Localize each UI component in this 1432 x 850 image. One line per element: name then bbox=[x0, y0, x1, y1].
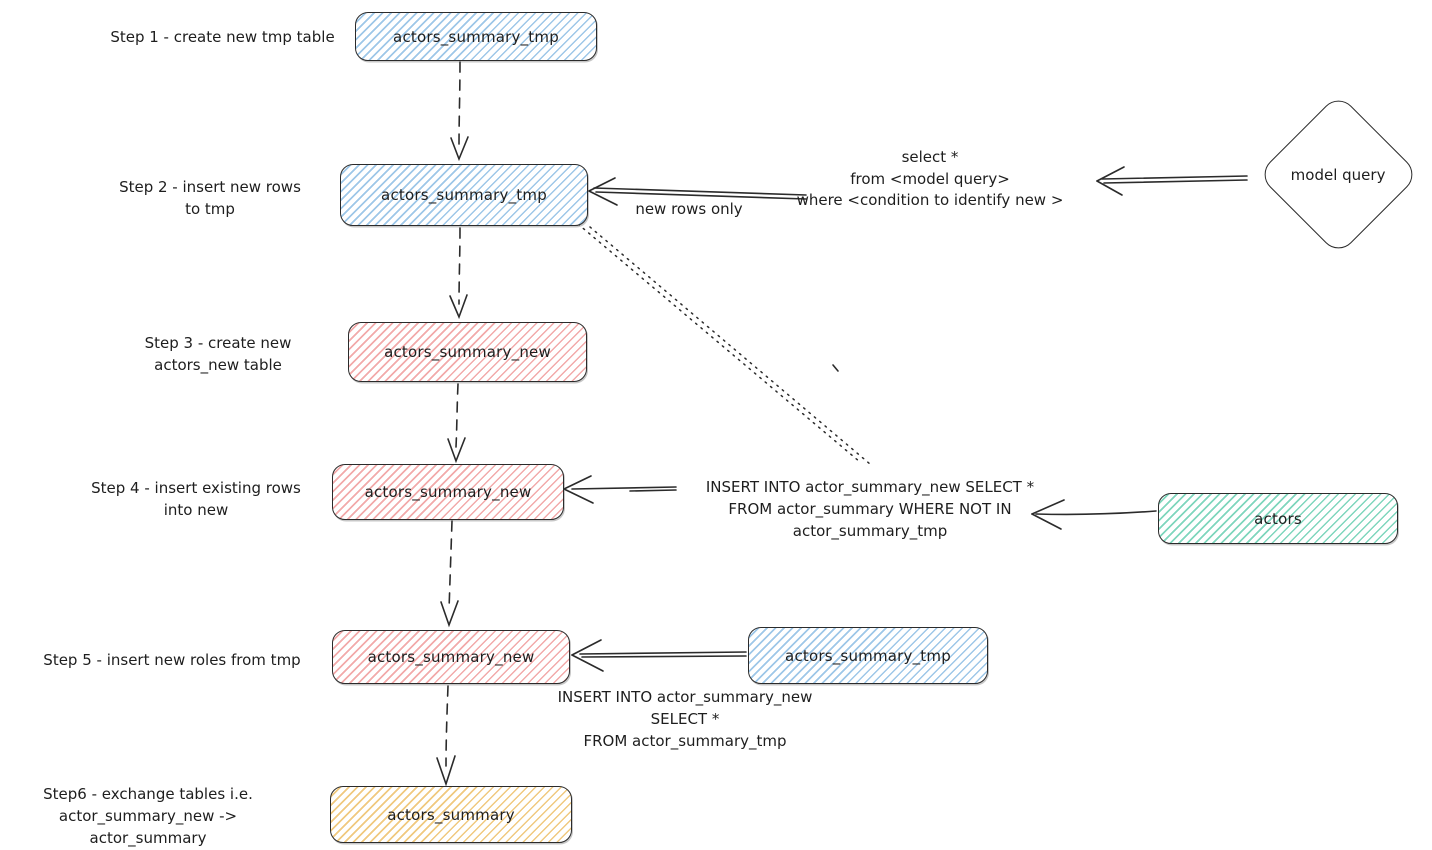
step-2-label: Step 2 - insert new rows to tmp bbox=[95, 176, 325, 220]
node-label: model query bbox=[1291, 165, 1386, 184]
step-4-label-line: Step 4 - insert existing rows bbox=[91, 479, 301, 497]
arrow-modelquery-to-select bbox=[1096, 166, 1248, 196]
arrow-step4-to-step5 bbox=[440, 520, 459, 628]
step-3-label-line: Step 3 - create new bbox=[144, 334, 292, 352]
annotation-insert-from-tmp: INSERT INTO actor_summary_new SELECT * F… bbox=[535, 686, 835, 752]
stray-tick-mark bbox=[832, 364, 839, 372]
annotation-line: FROM actor_summary WHERE NOT IN bbox=[728, 500, 1012, 518]
node-step1-actors-summary-tmp: actors_summary_tmp bbox=[355, 12, 597, 61]
node-model-query-diamond: model query bbox=[1257, 93, 1420, 256]
annotation-line: SELECT * bbox=[650, 710, 720, 728]
dotted-link-step2-to-insert bbox=[577, 223, 871, 465]
arrow-insert-to-step4 bbox=[563, 475, 677, 504]
node-step2-actors-summary-tmp: actors_summary_tmp bbox=[340, 164, 588, 226]
annotation-line: INSERT INTO actor_summary_new bbox=[557, 688, 813, 706]
arrow-step2-to-step3 bbox=[449, 227, 468, 320]
step-5-label-line: Step 5 - insert new roles from tmp bbox=[43, 651, 301, 669]
step-3-label-line: actors_new table bbox=[154, 356, 282, 374]
annotation-insert-where-not-in: INSERT INTO actor_summary_new SELECT * F… bbox=[670, 476, 1070, 542]
node-step5-actors-summary-new: actors_summary_new bbox=[332, 630, 570, 684]
node-label: actors_summary_new bbox=[384, 343, 551, 361]
annotation-line: from <model query> bbox=[850, 169, 1010, 188]
annotation-line: actor_summary_tmp bbox=[792, 522, 948, 540]
node-actors-summary-tmp-source: actors_summary_tmp bbox=[748, 627, 988, 684]
arrow-step3-to-step4 bbox=[447, 383, 466, 464]
step-3-label: Step 3 - create new actors_new table bbox=[112, 332, 324, 376]
node-label: actors_summary_tmp bbox=[381, 186, 547, 204]
node-label: actors_summary_new bbox=[367, 648, 535, 666]
node-step6-actors-summary: actors_summary bbox=[330, 786, 572, 843]
arrow-tmpcopy-to-step5 bbox=[571, 639, 747, 672]
step-4-label: Step 4 - insert existing rows into new bbox=[72, 477, 320, 521]
annotation-line: new rows only bbox=[635, 200, 743, 218]
step-2-label-line: to tmp bbox=[185, 200, 235, 218]
node-label: actors_summary_tmp bbox=[785, 646, 951, 665]
annotation-line: select * bbox=[901, 148, 959, 166]
annotation-line: FROM actor_summary_tmp bbox=[583, 732, 787, 750]
node-label: actors_summary_tmp bbox=[393, 27, 559, 46]
step-5-label: Step 5 - insert new roles from tmp bbox=[28, 649, 316, 671]
node-label: actors_summary_new bbox=[364, 483, 532, 501]
annotation-select-query: select * from <model query> where <condi… bbox=[770, 147, 1090, 212]
node-actors: actors bbox=[1158, 493, 1398, 544]
node-label: actors_summary bbox=[387, 805, 515, 824]
arrow-step5-to-step6 bbox=[436, 685, 456, 787]
step-1-label: Step 1 - create new tmp table bbox=[90, 26, 355, 48]
step-6-label-line: actor_summary_new -> actor_summary bbox=[58, 807, 238, 847]
node-step4-actors-summary-new: actors_summary_new bbox=[332, 464, 564, 520]
step-1-label-line: Step 1 - create new tmp table bbox=[110, 28, 335, 46]
node-step3-actors-summary-new: actors_summary_new bbox=[348, 322, 587, 382]
annotation-line: where <condition to identify new > bbox=[796, 191, 1064, 209]
step-6-label-line: Step6 - exchange tables i.e. bbox=[43, 785, 253, 803]
step-6-label: Step6 - exchange tables i.e. actor_summa… bbox=[2, 783, 294, 849]
step-4-label-line: into new bbox=[163, 501, 229, 519]
annotation-line: INSERT INTO actor_summary_new SELECT * bbox=[705, 478, 1035, 496]
arrow-step1-to-step2 bbox=[450, 61, 469, 162]
step-2-label-line: Step 2 - insert new rows bbox=[119, 178, 301, 196]
node-label: actors bbox=[1254, 509, 1302, 528]
annotation-new-rows-only: new rows only bbox=[634, 199, 744, 221]
